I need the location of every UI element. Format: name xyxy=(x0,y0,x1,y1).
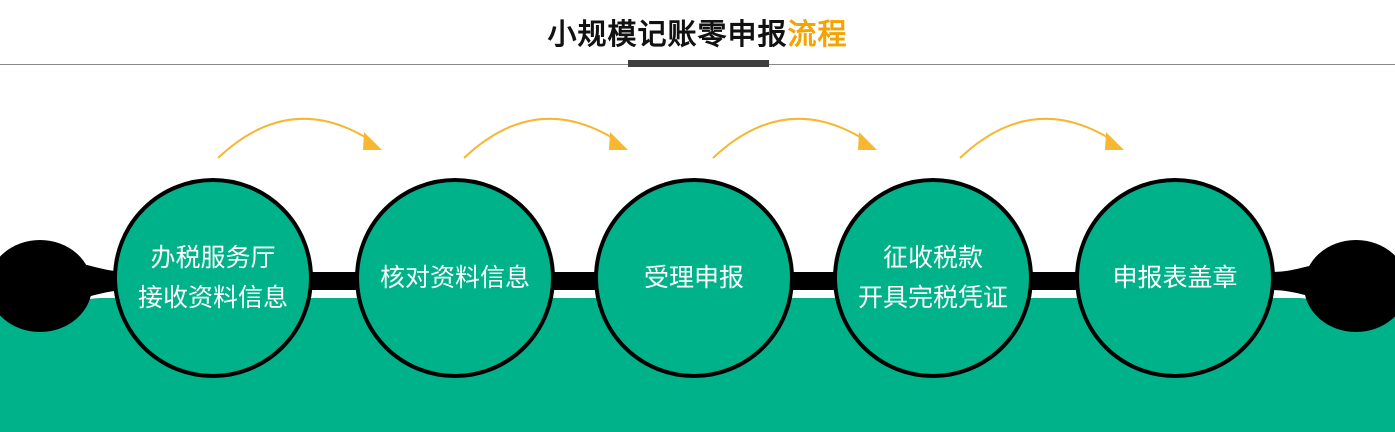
flow-arrow-2-curve xyxy=(463,117,617,159)
step-4-line-2: 开具完税凭证 xyxy=(857,283,1008,312)
left-end-cap xyxy=(0,240,92,332)
flow-arrow-3-curve xyxy=(712,117,866,159)
step-4-label: 征收税款 开具完税凭证 xyxy=(833,238,1033,318)
flow-arrow-4-head xyxy=(1105,132,1124,150)
step-2-label: 核对资料信息 xyxy=(355,258,555,298)
step-5-line-1: 申报表盖章 xyxy=(1112,263,1238,292)
step-circle-5 xyxy=(1075,178,1275,378)
step-1-line-1: 办税服务厅 xyxy=(150,243,276,272)
step-4-line-1: 征收税款 xyxy=(882,243,983,272)
step-2-line-1: 核对资料信息 xyxy=(379,263,530,292)
right-end-cap xyxy=(1304,240,1395,332)
title-underline-bar xyxy=(628,60,769,67)
flow-arrow-4-curve xyxy=(959,117,1113,159)
flow-arrow-1-curve xyxy=(217,117,371,159)
step-circle-3 xyxy=(594,178,794,378)
step-5-label: 申报表盖章 xyxy=(1075,258,1275,298)
flow-arrow-1-head xyxy=(363,132,382,150)
step-1-line-2: 接收资料信息 xyxy=(137,283,288,312)
step-circle-1 xyxy=(113,178,313,378)
step-circle-4 xyxy=(833,178,1033,378)
step-3-label: 受理申报 xyxy=(594,258,794,298)
step-3-line-1: 受理申报 xyxy=(643,263,744,292)
step-circle-2 xyxy=(355,178,555,378)
flow-arrow-3-head xyxy=(858,132,877,150)
title-accent: 流程 xyxy=(787,17,848,51)
flow-arrow-2-head xyxy=(609,132,628,150)
step-1-label: 办税服务厅 接收资料信息 xyxy=(113,238,313,318)
title-main: 小规模记账零申报 xyxy=(547,17,788,51)
page-title: 小规模记账零申报流程 xyxy=(0,12,1395,56)
